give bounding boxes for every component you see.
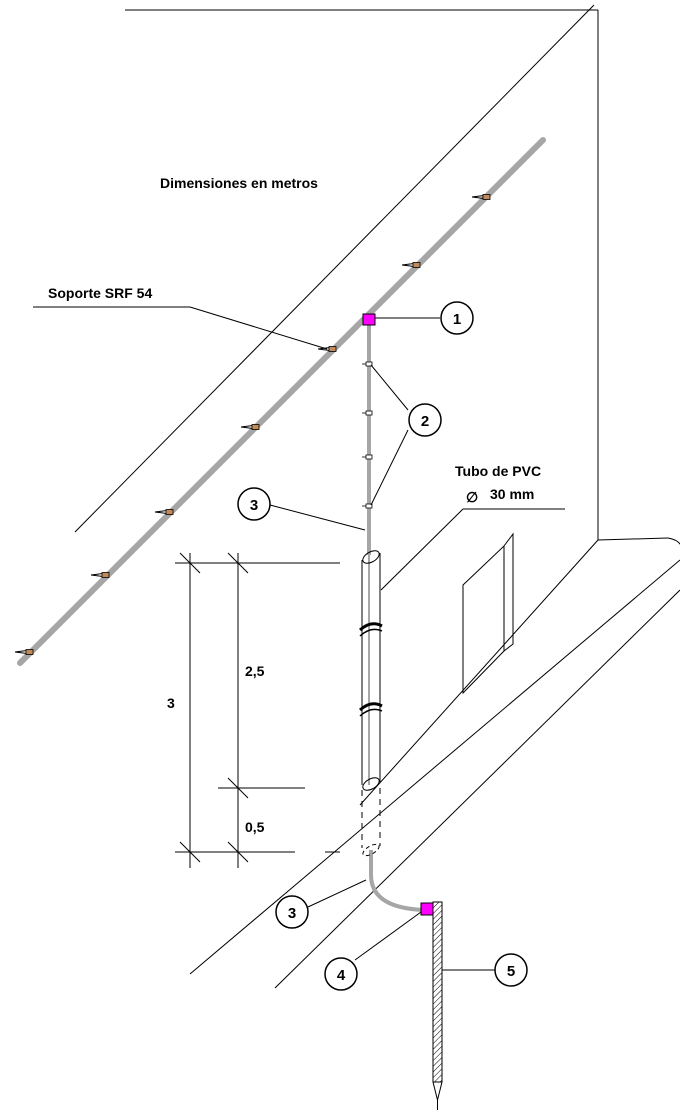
svg-text:5: 5 xyxy=(507,963,515,980)
dimension-upper: 2,5 xyxy=(245,663,265,679)
tube-diameter-label: 30 mm xyxy=(490,486,534,502)
dimension-lines xyxy=(175,552,340,868)
support-fastener xyxy=(90,572,110,578)
support-label: Soporte SRF 54 xyxy=(48,285,152,301)
conductor-clips xyxy=(362,361,373,509)
down-conductor xyxy=(362,322,425,912)
callout-3-lower: 3 xyxy=(275,895,309,929)
building-wall xyxy=(74,4,680,989)
svg-text:3: 3 xyxy=(288,905,296,922)
dimension-total: 3 xyxy=(167,695,175,711)
support-fastener xyxy=(240,424,260,430)
pvc-tube xyxy=(358,550,383,857)
dimension-lower: 0,5 xyxy=(245,819,265,835)
connector-ground xyxy=(420,902,434,916)
support-fastener xyxy=(154,509,174,515)
callout-1: 1 xyxy=(440,301,474,335)
svg-text:4: 4 xyxy=(337,967,346,984)
leader-lines xyxy=(33,306,565,971)
callout-5: 5 xyxy=(494,953,528,987)
support-fastener xyxy=(14,649,34,655)
support-fastener xyxy=(401,262,421,268)
diameter-symbol: ∅ xyxy=(466,489,478,505)
svg-text:3: 3 xyxy=(250,497,258,514)
ground-rod xyxy=(432,901,443,1110)
tube-label: Tubo de PVC xyxy=(455,463,541,479)
callout-4: 4 xyxy=(324,957,358,991)
callout-3-upper: 3 xyxy=(237,487,271,521)
svg-text:2: 2 xyxy=(421,413,429,430)
door xyxy=(462,532,514,695)
ridge-conductor xyxy=(17,137,546,666)
connector-top xyxy=(362,313,376,326)
diagram-title: Dimensiones en metros xyxy=(160,175,318,191)
callout-2: 2 xyxy=(408,403,442,437)
svg-text:1: 1 xyxy=(453,311,461,328)
